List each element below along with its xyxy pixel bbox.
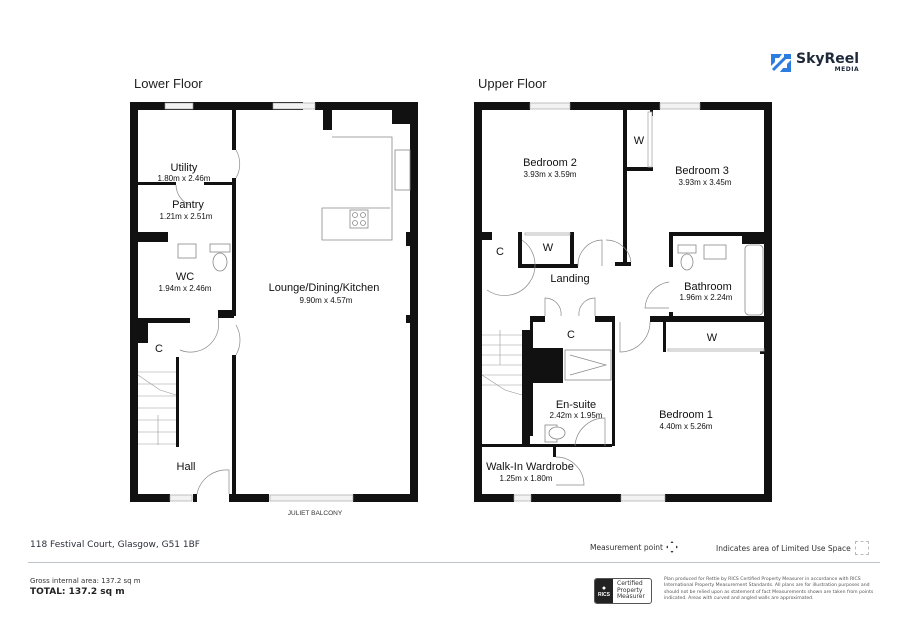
rics-certified-badge: ● RICS Certified Property Measurer [594, 578, 652, 604]
legend-limited-use-label: Indicates area of Limited Use Space [716, 543, 851, 553]
room-bathroom-label: Bathroom [684, 281, 732, 293]
room-lower-cupboard-label: C [155, 343, 163, 355]
plan-disclaimer: Plan produced for Rettie by RICS Certifi… [664, 577, 874, 601]
gross-internal-area: Gross internal area: 137.2 sq m [30, 577, 141, 585]
room-wc-label: WC [176, 271, 194, 283]
room-bedroom2-label: Bedroom 2 [523, 157, 577, 169]
legend-measurement-point: Measurement point [590, 541, 679, 553]
skyreel-logo-icon [771, 53, 791, 72]
room-bedroom2-dims: 3.93m x 3.59m [524, 170, 577, 179]
room-bedroom3-label: Bedroom 3 [675, 165, 729, 177]
juliet-balcony-label: JULIET BALCONY [288, 510, 343, 517]
logo-sub: MEDIA [834, 66, 860, 73]
property-address: 118 Festival Court, Glasgow, G51 1BF [30, 540, 200, 550]
room-pantry-dims: 1.21m x 2.51m [160, 212, 213, 221]
room-bedroom1-dims: 4.40m x 5.26m [660, 422, 713, 431]
rics-logo-icon: ● RICS [595, 579, 613, 603]
room-hall-label: Hall [177, 461, 196, 473]
room-utility-label: Utility [171, 162, 198, 174]
room-utility-dims: 1.80m x 2.46m [158, 174, 211, 183]
skyreel-logo: SkyReel MEDIA [770, 52, 859, 73]
room-bedroom2-wardrobe-label: W [543, 242, 554, 254]
lower-floor-plan [130, 102, 418, 502]
room-walkin-wardrobe-label: Walk-In Wardrobe [486, 461, 574, 473]
room-pantry-label: Pantry [172, 199, 204, 211]
lower-floor-title: Lower Floor [134, 76, 203, 91]
room-bedroom3-wardrobe-label: W [634, 135, 645, 147]
limited-use-space-swatch [854, 541, 869, 555]
rics-certified-text: Certified Property Measurer [613, 579, 651, 603]
room-ensuite-dims: 2.42m x 1.95m [550, 411, 603, 420]
measurement-point-icon [666, 541, 679, 553]
legend-measurement-label: Measurement point [590, 542, 664, 552]
legend-limited-use-space: Indicates area of Limited Use Space [716, 541, 869, 555]
rics-text-line-3: Measurer [617, 593, 645, 600]
room-landing-label: Landing [550, 273, 589, 285]
total-area: TOTAL: 137.2 sq m [30, 587, 125, 597]
floor-plans: .wall{fill:#111;} .thin{stroke:#111;stro… [130, 102, 772, 517]
upper-floor-title: Upper Floor [478, 76, 547, 91]
room-bedroom3-dims: 3.93m x 3.45m [679, 178, 732, 187]
room-landing-cupboard-label: C [567, 329, 575, 341]
upper-floor-plan [474, 102, 772, 502]
room-bathroom-dims: 1.96m x 2.24m [680, 293, 733, 302]
room-bedroom1-wardrobe-label: W [707, 332, 718, 344]
rics-text-line-1: Certified [617, 580, 643, 587]
logo-name: SkyReel [796, 51, 860, 67]
room-walkin-wardrobe-dims: 1.25m x 1.80m [500, 474, 553, 483]
room-lounge-label: Lounge/Dining/Kitchen [269, 282, 380, 294]
room-upper-cupboard-label: C [496, 246, 504, 258]
room-bedroom1-label: Bedroom 1 [659, 409, 713, 421]
room-ensuite-label: En-suite [556, 399, 596, 411]
rics-badge-text: RICS [598, 591, 610, 598]
room-lounge-dims: 9.90m x 4.57m [300, 296, 353, 305]
room-wc-dims: 1.94m x 2.46m [159, 284, 212, 293]
footer-divider [28, 562, 880, 563]
rics-text-line-2: Property [617, 586, 643, 594]
